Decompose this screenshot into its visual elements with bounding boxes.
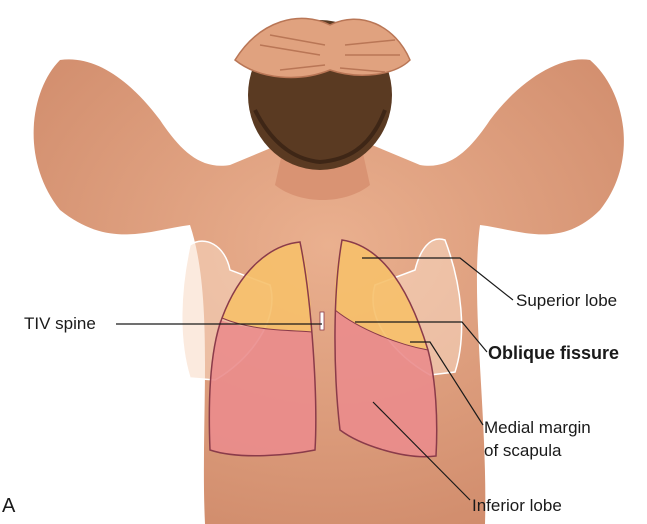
inferior-lobe-label: Inferior lobe (472, 496, 562, 515)
oblique-fissure-label: Oblique fissure (488, 343, 620, 363)
left-superior-lobe (222, 242, 312, 332)
right-lung-outline (334, 239, 438, 458)
left-inferior-lobe (209, 320, 317, 456)
torso (33, 59, 624, 524)
hands (234, 17, 411, 79)
tiv-spine-marker (319, 311, 325, 331)
tiv-spine-label: TIV spine (24, 314, 96, 333)
fingers (259, 34, 400, 73)
leader-inferior-lobe (372, 401, 471, 501)
figure-letter: A (2, 495, 16, 517)
leader-lines (116, 257, 514, 501)
leader-superior-lobe (362, 257, 514, 301)
medial-margin-label-1: Medial margin (484, 418, 591, 437)
medial-margin-label-2: of scapula (484, 441, 562, 460)
hair-strands (253, 109, 387, 165)
left-lung-outline (208, 241, 317, 457)
superior-lobe-label: Superior lobe (516, 291, 618, 310)
leader-oblique-fissure (355, 321, 488, 353)
right-oblique-fissure (334, 309, 429, 351)
leader-medial-margin (410, 341, 484, 426)
left-oblique-fissure (221, 317, 313, 333)
